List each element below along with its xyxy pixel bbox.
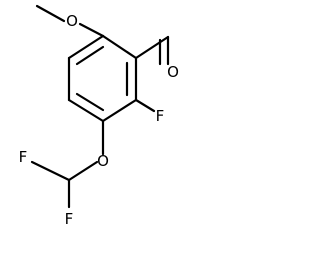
ring-double-c6-c1 <box>75 45 105 66</box>
bond-cf-top <box>30 160 71 182</box>
ether-oxygen-label: O <box>97 152 109 170</box>
ring-fluorine-label: F <box>156 107 165 125</box>
bottom-fluorine-label: F <box>65 210 74 228</box>
top-fluorine-label: F <box>19 148 28 166</box>
bond-ring-f <box>134 98 156 113</box>
bond-o-chf2 <box>67 160 99 182</box>
bond-aldehyde-c <box>134 35 170 60</box>
bond-methoxy-o <box>78 22 105 38</box>
ring-bond-c4-c5 <box>67 98 105 123</box>
ring-double-c4-c5 <box>75 92 105 112</box>
ring-bond-c1-c2 <box>101 34 138 60</box>
ring-bond-c3-c4 <box>101 98 138 123</box>
chemical-structure: O O F O F F <box>19 4 179 228</box>
ring-bond-c6-c1 <box>67 34 105 60</box>
bond-methyl <box>35 4 66 23</box>
methoxy-oxygen-label: O <box>66 12 78 30</box>
aldehyde-oxygen-label: O <box>167 63 179 81</box>
